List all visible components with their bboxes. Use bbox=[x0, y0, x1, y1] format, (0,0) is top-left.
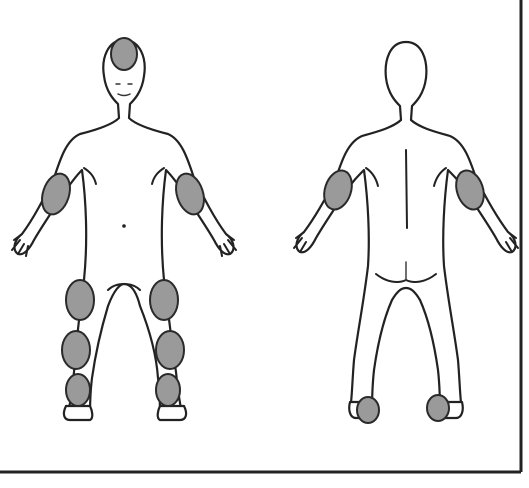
spot-front-left-shin bbox=[66, 374, 90, 406]
spot-front-left-knee bbox=[62, 331, 90, 369]
front-right-foot bbox=[158, 406, 186, 420]
back-spine-line bbox=[406, 150, 407, 228]
spot-front-right-shin bbox=[156, 374, 180, 406]
spot-head-top bbox=[111, 38, 137, 70]
front-left-foot bbox=[64, 406, 92, 420]
back-view bbox=[294, 42, 518, 423]
spot-back-right-heel bbox=[427, 395, 449, 421]
spot-back-left-heel bbox=[357, 397, 379, 423]
front-view bbox=[12, 38, 236, 420]
spot-front-left-thigh bbox=[66, 280, 94, 320]
front-navel bbox=[122, 224, 126, 228]
spot-front-right-thigh bbox=[150, 280, 178, 320]
spot-front-right-knee bbox=[156, 331, 184, 369]
